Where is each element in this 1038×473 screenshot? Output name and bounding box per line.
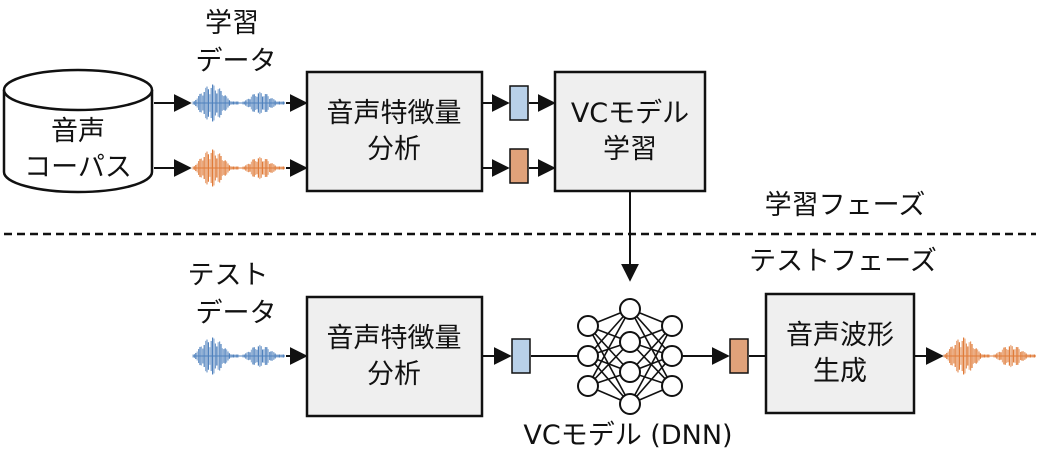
learning-phase-label: 学習フェーズ (765, 190, 926, 221)
test-data-label-line2: データ (196, 298, 277, 329)
dnn-edge (587, 308, 631, 387)
converted-waveform-output (943, 337, 1036, 375)
dnn-node-layer3 (661, 315, 683, 337)
source-feature-block (509, 85, 529, 121)
train-data-label-line1: 学習 (205, 8, 259, 39)
source-waveform-train (192, 84, 285, 122)
dnn-node-layer1 (577, 345, 599, 367)
dnn-node-layer2 (619, 393, 641, 415)
vc-train-line1: VCモデル (571, 98, 689, 129)
analysis-train-line2: 分析 (367, 134, 421, 165)
dnn-edge (629, 325, 673, 405)
dnn-node-layer3 (661, 375, 683, 397)
dnn-node-layer3 (661, 345, 683, 367)
synth-line1: 音声波形 (786, 320, 894, 351)
analysis-test-line2: 分析 (367, 359, 421, 390)
dnn-network (577, 298, 683, 415)
dnn-caption: VCモデル (DNN) (523, 420, 732, 451)
feature-analysis-box-test: 音声特徴量 分析 (305, 295, 484, 418)
vc-training-box: VCモデル 学習 (553, 70, 707, 193)
target-waveform-train (192, 149, 285, 187)
dnn-edge (629, 308, 673, 387)
vc-train-line2: 学習 (603, 134, 657, 165)
source-waveform-test (192, 337, 285, 375)
dnn-node-layer1 (577, 315, 599, 337)
corpus-label-line1: 音声 (51, 116, 105, 147)
dnn-node-layer1 (577, 375, 599, 397)
dnn-node-layer2 (619, 331, 641, 353)
analysis-test-line1: 音声特徴量 (327, 323, 462, 354)
feature-analysis-box-train: 音声特徴量 分析 (305, 70, 484, 193)
train-data-label-line2: データ (196, 46, 277, 77)
test-data-label-line1: テスト (188, 260, 269, 291)
synth-line2: 生成 (813, 356, 867, 387)
target-feature-block (509, 148, 529, 184)
dnn-node-layer2 (619, 298, 641, 320)
converted-feature-block (729, 338, 749, 374)
corpus-database: 音声 コーパス (2, 68, 154, 194)
test-phase-label: テストフェーズ (749, 246, 937, 277)
waveform-synthesis-box: 音声波形 生成 (764, 292, 916, 415)
dnn-node-layer2 (619, 361, 641, 383)
test-source-feature-block (511, 338, 531, 374)
analysis-train-line1: 音声特徴量 (327, 98, 462, 129)
corpus-label-line2: コーパス (24, 152, 132, 183)
